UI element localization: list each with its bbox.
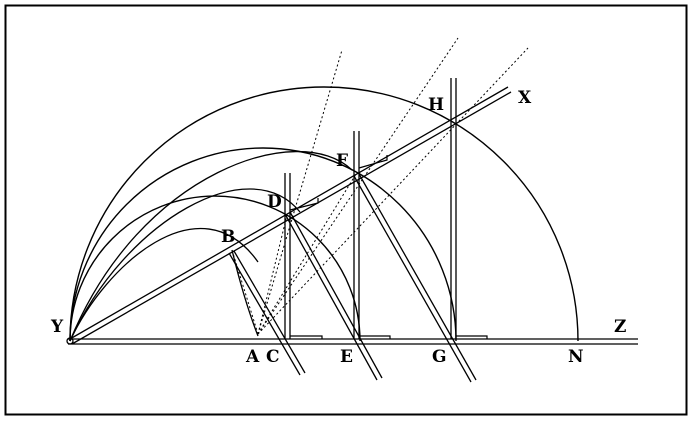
dotted-line-3 [257, 47, 529, 335]
foot-e [359, 335, 391, 339]
label-z: Z [614, 317, 626, 337]
label-x: X [518, 88, 532, 108]
slant-de-left [284, 213, 378, 381]
ruler-yx-top [69, 86, 509, 340]
pivot-y [66, 337, 74, 345]
label-y: Y [50, 317, 64, 337]
curve-ba [231, 249, 259, 337]
bracket-d [289, 198, 319, 211]
ruler-yx-bottom [71, 91, 512, 345]
label-a: A [245, 347, 260, 367]
semicircle-yn [69, 86, 579, 342]
curve-yd [69, 227, 259, 342]
label-n: N [568, 347, 584, 367]
slant-bc-right [233, 250, 306, 374]
label-c: C [266, 347, 280, 367]
slant-de-right [289, 211, 383, 379]
semicircle-yg [69, 147, 457, 342]
curve-yh [69, 150, 353, 342]
foot-g [456, 335, 488, 339]
diagram-border [4, 4, 688, 416]
dotted-line-5 [231, 249, 259, 335]
slant-bc-left [228, 252, 301, 376]
slant-fg-right [358, 173, 477, 381]
label-b: B [221, 227, 235, 247]
label-h: H [428, 95, 444, 115]
label-d: D [267, 192, 282, 212]
label-f: F [336, 151, 348, 171]
label-g: G [432, 347, 447, 367]
curve-yf [69, 188, 301, 342]
label-e: E [340, 347, 353, 367]
foot-c [290, 335, 323, 339]
slant-fg-left [353, 175, 472, 383]
bracket-f [358, 155, 388, 169]
dotted-line-2 [257, 37, 459, 335]
semicircle-ye [69, 195, 361, 342]
